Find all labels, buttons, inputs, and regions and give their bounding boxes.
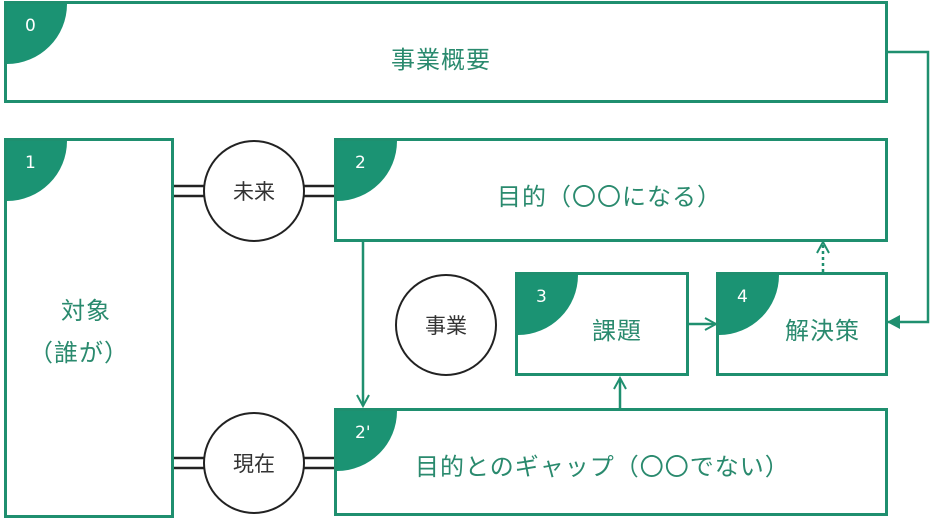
double-line-present [173,456,336,470]
number-badge: 0 [7,4,67,64]
gap-label: 目的とのギャップ（〇〇でない） [415,453,790,481]
badge-number: 2 [355,153,366,173]
issue-label: 課題 [592,317,642,345]
number-badge: 3 [518,275,578,335]
badge-number: 2' [355,423,371,443]
business-circle: 事業 [395,274,497,376]
issue-box: 3 課題 [515,272,689,376]
number-badge: 1 [7,141,67,201]
number-badge: 2 [337,141,397,201]
target-box: 1 対象 （誰が） [4,138,174,518]
business-label: 事業 [425,314,467,338]
double-line-future [173,184,336,198]
badge-number: 4 [737,287,748,307]
badge-number: 1 [25,153,36,173]
purpose-label: 目的（〇〇になる） [497,183,722,211]
target-sublabel: （誰が） [29,339,129,367]
future-label: 未来 [233,180,275,204]
gap-box: 2' 目的とのギャップ（〇〇でない） [334,408,888,516]
number-badge: 4 [719,275,779,335]
purpose-box: 2 目的（〇〇になる） [334,138,888,242]
present-label: 現在 [233,452,275,476]
badge-number: 3 [536,287,547,307]
overview-label: 事業概要 [391,46,491,74]
overview-box: 0 事業概要 [4,1,888,103]
future-circle: 未来 [203,140,305,242]
target-label: 対象 [61,297,111,325]
present-circle: 現在 [203,412,305,514]
number-badge: 2' [337,411,397,471]
badge-number: 0 [25,16,36,36]
arrow-overview-solution [876,45,930,329]
solution-box: 4 解決策 [716,272,888,376]
solution-label: 解決策 [785,317,860,345]
